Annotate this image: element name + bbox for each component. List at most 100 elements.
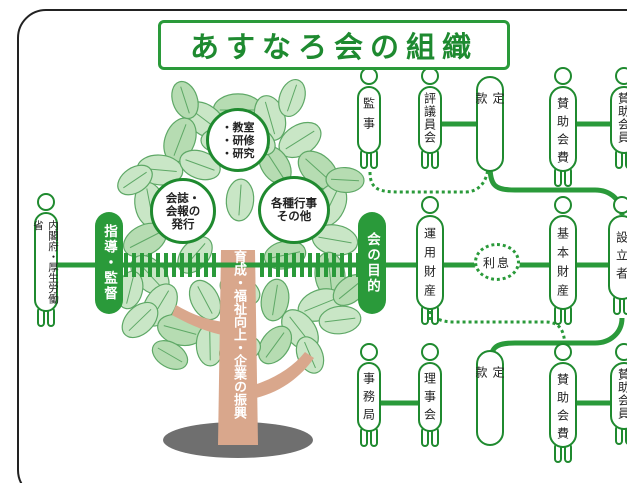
leaf-vein (324, 317, 356, 323)
person-head (554, 67, 572, 85)
person-head (421, 67, 439, 85)
fence-bar (284, 253, 288, 277)
bubble-education-line-2: ・研修 (221, 133, 255, 147)
supporting-members-top-figure-body: 賛助会員 (610, 86, 627, 154)
founder-figure-body: 設立者 (608, 215, 627, 300)
board-label: 理事会 (422, 372, 437, 426)
leaf-vein (264, 101, 276, 135)
bubble-events-line-1: 各種行事 (271, 196, 317, 210)
person-leg (623, 295, 627, 315)
fence-bar (140, 253, 144, 277)
leaf-vein (126, 276, 134, 304)
page-title: あすなろ会の組織 (189, 30, 478, 64)
leaf-vein (180, 86, 190, 114)
articles-bottom-label: 定款 (474, 366, 505, 408)
trunk-label: 育成・福祉向上・企業の振興 (226, 250, 250, 450)
bubble-events-line-2: その他 (276, 209, 312, 223)
councilors-figure-body: 評議員会 (418, 86, 442, 154)
support-fee-top-label: 賛助会費 (555, 97, 570, 169)
fence-bar (188, 253, 192, 277)
fence-bar (212, 253, 216, 277)
supporting-members-bottom-figure-body: 賛助会員 (610, 362, 627, 430)
person-head (360, 67, 378, 85)
fence-bar (124, 253, 128, 277)
fence-bar (292, 253, 296, 277)
leaf-vein (286, 84, 298, 112)
supporting-members-top-label: 賛助会員 (616, 92, 627, 144)
support-fee-top-figure-body: 賛助会費 (549, 86, 577, 172)
supervision-label: 指導・監督 (101, 224, 117, 302)
articles-top-label: 定款 (474, 92, 505, 134)
leaf-vein (129, 231, 161, 249)
fence-bar (276, 253, 280, 277)
bubble-education: ・教室 ・研修 ・研究 (206, 108, 270, 172)
fence-bar (132, 253, 136, 277)
fence-bar (340, 253, 344, 277)
fence-bar (332, 253, 336, 277)
articles-bottom-box: 定款 (474, 350, 505, 446)
trunk-label-text: 育成・福祉向上・企業の振興 (231, 250, 246, 419)
board-figure-body: 理事会 (418, 362, 442, 432)
person-head (613, 196, 627, 214)
fence-bar (348, 253, 352, 277)
leaf-vein (209, 329, 211, 361)
fence-bar (260, 253, 264, 277)
person-head (615, 67, 627, 85)
people-figures (37, 67, 627, 463)
secretariat-figure-body: 事務局 (357, 362, 381, 432)
bubble-publication: 会誌・ 会報の 発行 (150, 178, 216, 244)
interest-label: 利息 (482, 255, 511, 270)
leaf-vein (185, 159, 215, 171)
fence-bar (148, 253, 152, 277)
bubble-publication-line-2: 会報の (165, 203, 201, 218)
tree-trunk (172, 250, 314, 445)
fence-bar (156, 253, 160, 277)
bubble-education-line-1: ・教室 (221, 120, 255, 134)
leaf-vein (173, 124, 187, 156)
founder-label: 設立者 (614, 231, 627, 285)
bubble-publication-line-3: 発行 (171, 216, 195, 231)
bubble-education-line-3: ・研究 (221, 146, 255, 160)
title-box: あすなろ会の組織 (158, 20, 510, 70)
ministry-label: 内閣府・厚生労働省 (32, 220, 59, 304)
leaf-vein (197, 286, 213, 314)
fence-bar (180, 253, 184, 277)
fence-bar (196, 253, 200, 277)
fence-bar (164, 253, 168, 277)
leaf-vein (272, 284, 278, 316)
operating-assets-label: 運用財産 (422, 227, 437, 303)
bubble-publication-line-1: 会誌・ (165, 190, 201, 205)
leaf-vein (128, 308, 152, 332)
auditor-figure-body: 監事 (357, 86, 381, 154)
supporting-members-bottom-label: 賛助会員 (616, 368, 627, 420)
fence-bar (316, 253, 320, 277)
interest-bubble: 利息 (474, 243, 520, 281)
auditor-label: 監事 (361, 97, 376, 137)
leaf-vein (318, 236, 352, 244)
person-head (554, 196, 572, 214)
articles-top-box: 定款 (474, 76, 505, 172)
basic-assets-label: 基本財産 (555, 227, 570, 303)
leaf-vein (304, 341, 316, 369)
leaf-vein (123, 171, 147, 189)
leaf-vein (266, 151, 284, 179)
leaf-vein (338, 280, 362, 300)
leaf-vein (330, 178, 360, 182)
leaf-vein (285, 130, 315, 150)
leaf-vein (157, 347, 183, 363)
bubble-events: 各種行事 その他 (258, 176, 330, 244)
person-head (37, 193, 55, 211)
person-head (360, 343, 378, 361)
purpose-label: 会の目的 (364, 232, 380, 294)
person-head (615, 343, 627, 361)
person-head (421, 343, 439, 361)
fence-bar (324, 253, 328, 277)
fence-bar (300, 253, 304, 277)
leaf-vein (265, 332, 285, 358)
leaf-vein (304, 298, 336, 312)
fence-bar (172, 253, 176, 277)
leaf-vein (163, 325, 197, 335)
operating-assets-figure-body: 運用財産 (416, 215, 444, 310)
supervision-pill: 指導・監督 (95, 212, 123, 314)
basic-assets-figure-body: 基本財産 (549, 215, 577, 310)
